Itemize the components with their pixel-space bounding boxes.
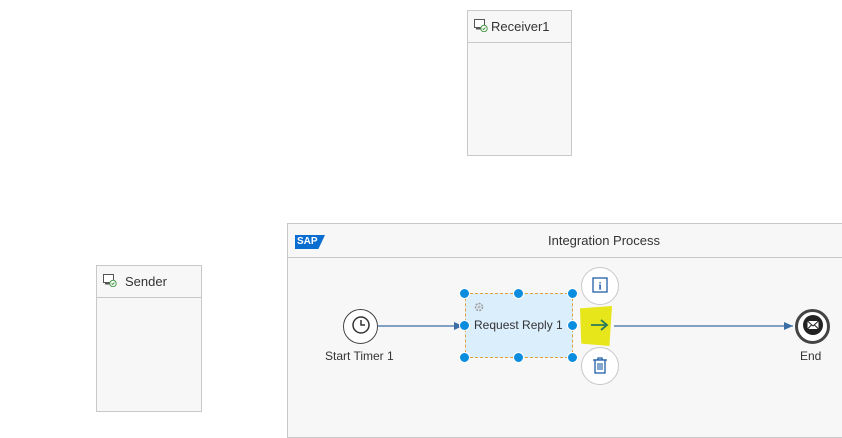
sender-participant[interactable]: Sender — [96, 265, 202, 412]
start-timer-event[interactable] — [343, 309, 378, 344]
delete-button[interactable] — [581, 347, 619, 385]
resize-handle-left[interactable] — [459, 320, 470, 331]
sender-header: Sender — [97, 266, 201, 298]
highlight-marker — [580, 306, 612, 346]
gear-icon — [472, 300, 486, 317]
envelope-icon — [802, 315, 823, 338]
end-label: End — [800, 349, 822, 363]
resize-handle-top[interactable] — [513, 288, 524, 299]
task-label: Request Reply 1 — [474, 318, 563, 332]
clock-icon — [351, 315, 371, 338]
pool-header: SAP Integration Process — [288, 224, 842, 258]
resize-handle-right[interactable] — [567, 320, 578, 331]
resize-handle-bottom[interactable] — [513, 352, 524, 363]
resize-handle-top-left[interactable] — [459, 288, 470, 299]
resize-handle-bottom-left[interactable] — [459, 352, 470, 363]
receiver-name: Receiver1 — [491, 19, 550, 34]
receiver-header: Receiver1 — [468, 11, 571, 43]
sap-logo: SAP — [295, 235, 325, 249]
info-button[interactable]: i — [581, 267, 619, 305]
participant-icon — [103, 273, 117, 290]
connect-arrow-icon — [589, 317, 611, 336]
resize-handle-top-right[interactable] — [567, 288, 578, 299]
start-timer-label: Start Timer 1 — [325, 349, 394, 363]
sender-name: Sender — [125, 274, 167, 289]
svg-text:i: i — [598, 280, 601, 292]
delete-icon — [592, 356, 608, 377]
pool-title: Integration Process — [548, 233, 661, 248]
info-icon: i — [592, 276, 608, 296]
receiver-participant[interactable]: Receiver1 — [467, 10, 572, 156]
request-reply-task[interactable]: Request Reply 1 — [465, 293, 573, 358]
connect-button[interactable] — [581, 307, 619, 345]
participant-icon — [474, 18, 488, 35]
end-event[interactable] — [795, 309, 830, 344]
resize-handle-bottom-right[interactable] — [567, 352, 578, 363]
